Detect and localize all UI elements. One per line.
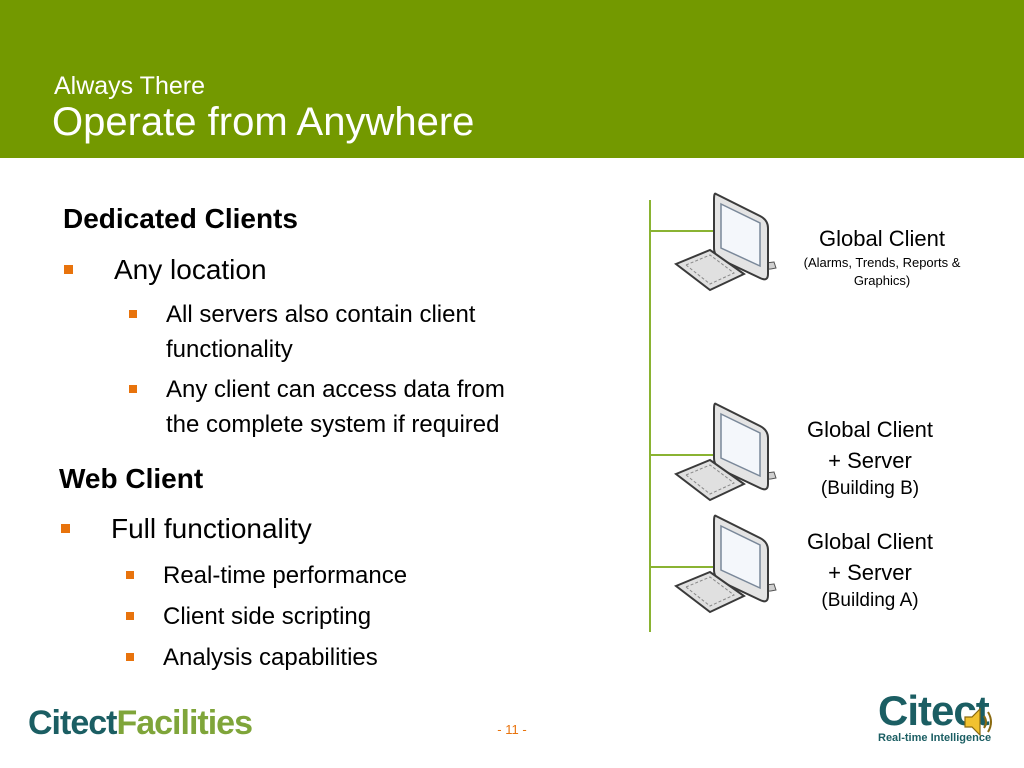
subbullet-servers-client: All servers also contain client function… bbox=[166, 297, 475, 367]
label-line: + Server bbox=[828, 560, 912, 585]
logo-text: Citect bbox=[28, 704, 117, 742]
computer-icon bbox=[674, 192, 777, 292]
slide-title: Operate from Anywhere bbox=[52, 100, 475, 144]
label-line: (Building B) bbox=[820, 478, 920, 499]
slide-header: Always There Operate from Anywhere bbox=[0, 0, 1024, 158]
logo-tagline: Real-time Intelligence bbox=[878, 732, 992, 744]
network-trunk-line bbox=[649, 200, 651, 632]
bullet-full-functionality: Full functionality bbox=[111, 513, 312, 544]
label-line: Global Client bbox=[819, 226, 945, 251]
subbullet-line: All servers also contain client bbox=[166, 301, 476, 328]
subbullet-line: Any client can access data from bbox=[166, 376, 505, 403]
subbullet-access-data: Any client can access data from the comp… bbox=[166, 372, 505, 442]
label-line: + Server bbox=[828, 448, 912, 473]
page-number: - 11 - bbox=[497, 722, 527, 737]
bullet-square-icon bbox=[61, 524, 70, 533]
label-global-client-server-a: Global Client + Server (Building A) bbox=[786, 526, 954, 614]
bullet-square-icon bbox=[126, 612, 134, 620]
bullet-square-icon bbox=[129, 310, 137, 318]
speaker-icon[interactable] bbox=[962, 706, 996, 738]
bullet-square-icon bbox=[126, 653, 134, 661]
subbullet-realtime: Real-time performance bbox=[163, 562, 408, 589]
label-line: Graphics) bbox=[853, 273, 911, 288]
network-branch-line bbox=[649, 566, 717, 568]
label-line: Global Client bbox=[807, 417, 933, 442]
subbullet-analysis: Analysis capabilities bbox=[163, 644, 378, 671]
citect-facilities-logo: CitectFacilities bbox=[28, 704, 253, 743]
bullet-square-icon bbox=[126, 571, 134, 579]
subbullet-line: functionality bbox=[166, 336, 293, 363]
subbullet-scripting: Client side scripting bbox=[163, 603, 372, 630]
label-global-client: Global Client (Alarms, Trends, Reports &… bbox=[790, 223, 974, 290]
network-branch-line bbox=[649, 454, 717, 456]
network-branch-line bbox=[649, 230, 717, 232]
bullet-square-icon bbox=[129, 385, 137, 393]
label-line: (Alarms, Trends, Reports & bbox=[803, 255, 961, 270]
slide-subtitle: Always There bbox=[54, 72, 205, 100]
subbullet-line: the complete system if required bbox=[166, 411, 500, 438]
label-line: Global Client bbox=[807, 529, 933, 554]
bullet-square-icon bbox=[64, 265, 73, 274]
computer-icon bbox=[674, 402, 777, 502]
section-heading-dedicated-clients: Dedicated Clients bbox=[63, 203, 298, 234]
computer-icon bbox=[674, 514, 777, 614]
label-line: (Building A) bbox=[821, 590, 919, 611]
logo-text: Facilities bbox=[116, 704, 253, 742]
bullet-any-location: Any location bbox=[114, 254, 267, 285]
label-global-client-server-b: Global Client + Server (Building B) bbox=[786, 414, 954, 502]
section-heading-web-client: Web Client bbox=[59, 463, 204, 494]
